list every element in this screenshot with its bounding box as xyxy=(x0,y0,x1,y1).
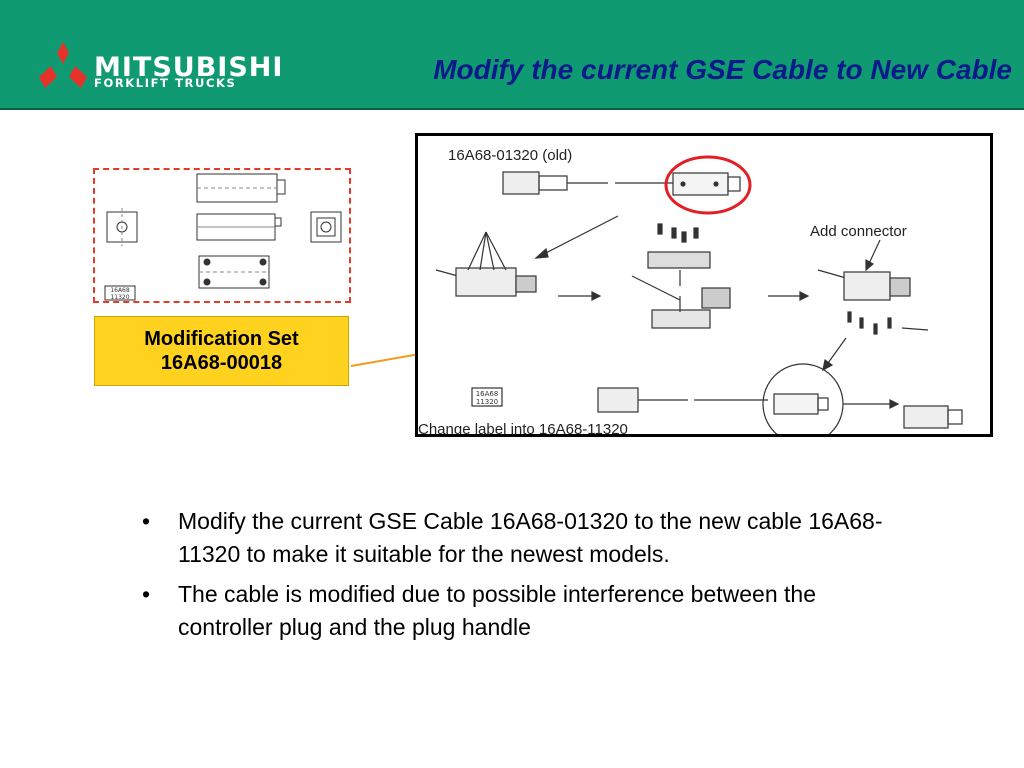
cable-process-illustration: 16A68 11320 xyxy=(435,155,963,434)
change-label-text: Change label into 16A68-11320 xyxy=(418,421,628,437)
bullet-list: Modify the current GSE Cable 16A68-01320… xyxy=(140,505,900,651)
cable-modification-diagram: 16A68 11320 16A68-01320 (old) Add connec… xyxy=(415,133,993,437)
slide-title: Modify the current GSE Cable to New Cabl… xyxy=(433,54,1012,85)
old-cable-label: 16A68-01320 (old) xyxy=(448,147,573,164)
modification-set-part-number: 16A68-00018 xyxy=(160,352,283,374)
diagram-stamp-line2: 11320 xyxy=(476,398,498,406)
modification-kit-drawing: 16A68 11320 xyxy=(93,168,351,303)
modification-set-label: Modification Set 16A68-00018 xyxy=(94,316,349,386)
logo-subtitle: FORKLIFT TRUCKS xyxy=(94,76,237,90)
mitsubishi-logo: MITSUBISHI FORKLIFT TRUCKS xyxy=(36,42,286,92)
three-diamonds-icon xyxy=(39,42,87,88)
modification-set-title: Modification Set xyxy=(144,328,299,350)
header-bar: MITSUBISHI FORKLIFT TRUCKS Modify the cu… xyxy=(0,0,1024,110)
add-connector-label: Add connector xyxy=(810,223,907,240)
kit-stamp-line2: 11320 xyxy=(110,294,129,301)
kit-parts-illustration: 16A68 11320 xyxy=(104,173,342,301)
bullet-item: The cable is modified due to possible in… xyxy=(140,578,900,644)
kit-stamp-line1: 16A68 xyxy=(110,287,130,294)
diagram-stamp-line1: 16A68 xyxy=(476,390,499,398)
bullet-item: Modify the current GSE Cable 16A68-01320… xyxy=(140,505,900,571)
logo-wordmark: MITSUBISHI xyxy=(94,52,284,83)
